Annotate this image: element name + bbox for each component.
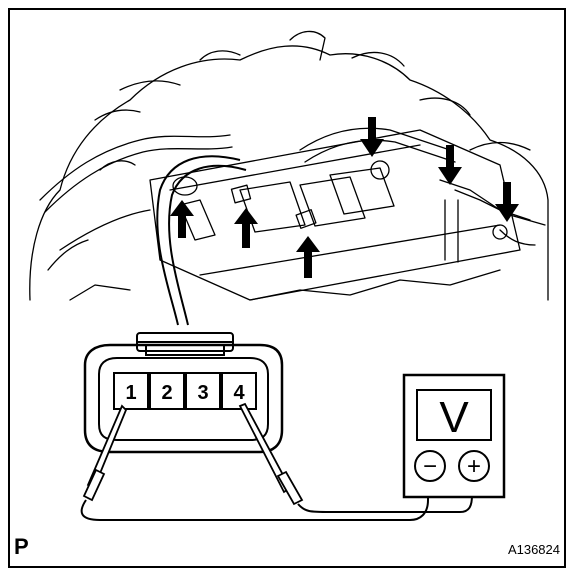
arrow-down-2	[438, 145, 462, 185]
arrow-up-1	[170, 200, 194, 238]
arrow-up-2	[234, 208, 258, 248]
meter-negative-symbol: −	[423, 453, 437, 480]
meter-positive-terminal	[458, 450, 490, 482]
meter-positive-symbol: +	[467, 453, 481, 480]
pin-labels: 1 2 3 4	[125, 382, 245, 404]
figure-code: A136824	[507, 542, 560, 557]
pin-label-4: 4	[233, 382, 245, 404]
arrow-down-3	[495, 182, 519, 222]
test-probes	[82, 402, 304, 506]
meter-leads	[80, 484, 473, 521]
page-letter: P	[14, 534, 29, 559]
indicator-arrows	[170, 117, 519, 278]
figure-frame	[8, 8, 566, 568]
arrow-down-1	[360, 117, 384, 157]
harness-wires	[156, 155, 247, 326]
meter-mode-v: V	[439, 393, 469, 442]
engine-illustration	[29, 30, 549, 301]
pin-label-2: 2	[161, 382, 172, 404]
pin-label-3: 3	[197, 382, 208, 404]
meter-negative-terminal	[414, 450, 446, 482]
voltmeter: V − +	[402, 373, 506, 499]
arrow-up-3	[296, 236, 320, 278]
pin-label-1: 1	[125, 382, 136, 404]
connector	[83, 332, 284, 454]
